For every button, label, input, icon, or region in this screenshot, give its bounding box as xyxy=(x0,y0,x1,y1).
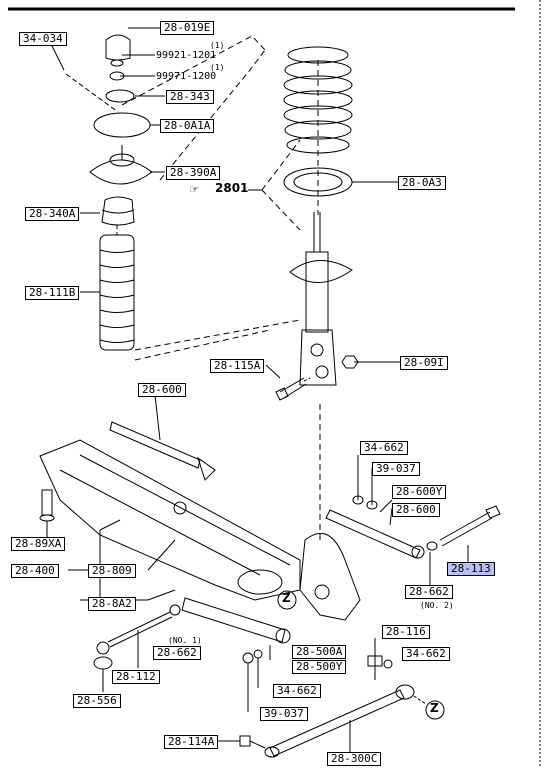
label-28-300C: 28-300C xyxy=(327,752,382,766)
seat-28-0A1A xyxy=(93,112,151,138)
z-circle-2 xyxy=(425,700,445,720)
label-28-340A: 28-340A xyxy=(25,207,80,221)
note-no1: (NO. 1) xyxy=(168,636,202,645)
mount-28-390A xyxy=(89,159,153,185)
label-28-400: 28-400 xyxy=(11,564,59,578)
label-28-600-upper: 28-600 xyxy=(138,383,186,397)
label-28-0A3: 28-0A3 xyxy=(398,176,446,190)
label-28-390A: 28-390A xyxy=(166,166,221,180)
leader-28-809 xyxy=(147,539,176,571)
arm-28-600-left xyxy=(109,394,216,481)
bolt-28-89XA xyxy=(39,489,55,538)
bumper-28-340A xyxy=(101,196,135,226)
label-28-600-right: 28-600 xyxy=(392,503,440,517)
arm-28-500A xyxy=(181,597,291,644)
label-28-662-no1: 28-662 xyxy=(153,646,201,660)
label-34-662-b: 34-662 xyxy=(402,647,450,661)
label-39-037-b: 39-037 xyxy=(260,707,308,721)
strut-assembly xyxy=(289,212,353,386)
z-marker-2: Z xyxy=(430,701,439,715)
washer-99971 xyxy=(109,71,125,81)
label-28-111B: 28-111B xyxy=(25,286,80,300)
label-28-8A2: 28-8A2 xyxy=(88,597,136,611)
cap-28-556 xyxy=(93,656,113,670)
dash-34-034 xyxy=(65,73,119,113)
label-28-116: 28-116 xyxy=(382,625,430,639)
pointing-hand-icon: ☞ xyxy=(190,182,199,198)
label-28-09I: 28-09I xyxy=(400,356,448,370)
label-28-112: 28-112 xyxy=(112,670,160,684)
z-marker-1: Z xyxy=(282,591,291,605)
label-99971-1200: 99971-1200 xyxy=(156,71,217,82)
label-28-662-no2: 28-662 xyxy=(405,585,453,599)
leader-34-034 xyxy=(51,45,65,71)
label-28-809: 28-809 xyxy=(88,564,136,578)
label-34-034: 34-034 xyxy=(19,32,67,46)
bolt-28-113 xyxy=(426,505,501,551)
label-28-113[interactable]: 28-113 xyxy=(447,562,495,576)
bolt-28-116 xyxy=(367,638,393,680)
crossmember-28-400 xyxy=(39,439,301,601)
label-28-115A: 28-115A xyxy=(210,359,265,373)
coil-spring xyxy=(283,46,353,154)
label-28-343: 28-343 xyxy=(166,90,214,104)
label-28-600Y: 28-600Y xyxy=(392,485,447,499)
label-28-556: 28-556 xyxy=(73,694,121,708)
z-circle-1 xyxy=(277,590,297,610)
label-28-114A: 28-114A xyxy=(164,735,219,749)
nut-99921 xyxy=(110,59,124,67)
qty-99971: (1) xyxy=(210,63,225,72)
bump-cap xyxy=(105,34,131,61)
bolt-28-112 xyxy=(96,604,181,655)
ring-28-343 xyxy=(105,89,135,103)
knuckle xyxy=(299,400,361,621)
label-28-019E: 28-019E xyxy=(160,21,215,35)
arm-28-600-right xyxy=(325,509,425,559)
label-39-037-a: 39-037 xyxy=(372,462,420,476)
label-99921-1201: 99921-1201 xyxy=(156,50,217,61)
link-28-300C xyxy=(264,684,415,758)
label-28-89XA: 28-89XA xyxy=(11,537,66,551)
label-34-662-c: 34-662 xyxy=(273,684,321,698)
label-28-500Y: 28-500Y xyxy=(292,660,347,674)
label-2801: 2801 xyxy=(215,181,249,195)
label-34-662-a: 34-662 xyxy=(360,441,408,455)
qty-99921: (1) xyxy=(210,41,225,50)
label-28-500A: 28-500A xyxy=(292,645,347,659)
label-28-0A1A: 28-0A1A xyxy=(160,119,215,133)
leader-28-115A xyxy=(265,364,281,379)
note-no2: (NO. 2) xyxy=(420,601,454,610)
